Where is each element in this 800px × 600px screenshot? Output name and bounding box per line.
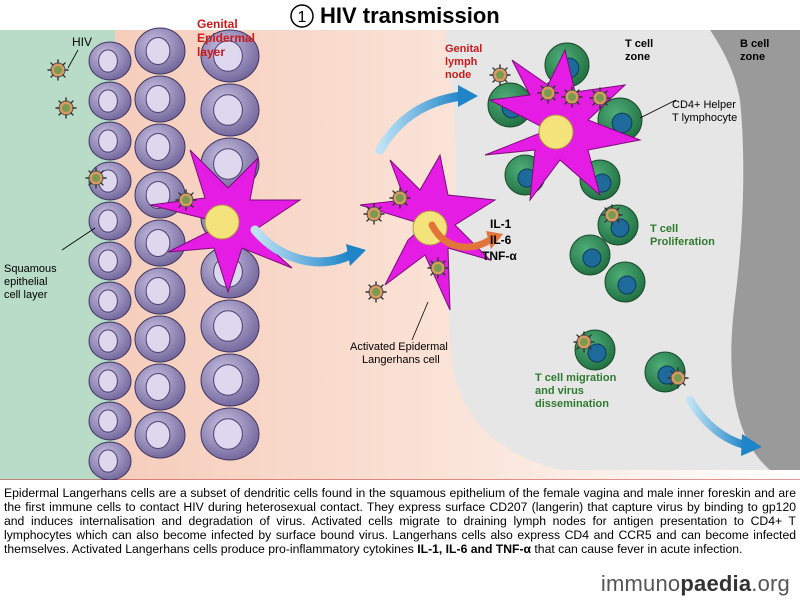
squamous-label-3: cell layer bbox=[4, 289, 48, 301]
immunopaedia-logo[interactable]: immunopaedia.org bbox=[601, 571, 790, 597]
hiv-virion bbox=[85, 167, 107, 189]
epithelial-cell bbox=[134, 315, 186, 363]
hiv-virion bbox=[363, 203, 385, 225]
genital-epidermal-label-2: Epidermal bbox=[197, 31, 255, 45]
hiv-virion bbox=[573, 331, 595, 353]
epithelial-cell bbox=[134, 27, 186, 75]
genital-lymph-label-1: Genital bbox=[445, 43, 482, 55]
hiv-virion bbox=[561, 86, 583, 108]
hiv-virion bbox=[601, 204, 623, 226]
dissemination-arrow-head bbox=[741, 434, 762, 456]
epithelial-cell bbox=[200, 353, 260, 407]
epithelial-cell bbox=[88, 441, 132, 481]
hiv-virion bbox=[47, 59, 69, 81]
genital-epidermal-label-3: layer bbox=[197, 45, 225, 59]
epithelial-cell bbox=[134, 123, 186, 171]
genital-lymph-label-2: lymph bbox=[445, 56, 478, 68]
activated-leader bbox=[411, 301, 429, 341]
squamous-label-1: Squamous bbox=[4, 263, 57, 275]
migration-arrow-epidermis-head bbox=[346, 244, 366, 266]
hiv-virion bbox=[667, 367, 689, 389]
dissemination-arrow bbox=[686, 396, 749, 449]
caption-bold: IL-1, IL-6 and TNF-α bbox=[417, 541, 532, 556]
activated-label-1: Activated Epidermal bbox=[350, 341, 448, 353]
genital-lymph-label-3: node bbox=[445, 69, 471, 81]
epithelial-cell bbox=[200, 29, 260, 83]
page-title: HIV transmission bbox=[320, 3, 500, 28]
epithelial-cell bbox=[88, 121, 132, 161]
hiv-label: HIV bbox=[72, 35, 92, 49]
cytokine-arrow-head bbox=[486, 231, 503, 249]
tnf-label: TNF-α bbox=[482, 249, 517, 263]
t-cell bbox=[569, 234, 611, 276]
t-cell bbox=[604, 261, 646, 303]
logo-part2: paedia bbox=[680, 571, 752, 596]
langerhans-nucleus-lymph-node bbox=[538, 114, 574, 150]
cd4-label-2: T lymphocyte bbox=[672, 112, 737, 124]
epithelial-cell bbox=[134, 411, 186, 459]
hiv-virion bbox=[537, 82, 559, 104]
genital-epidermal-label-1: Genital bbox=[197, 17, 238, 31]
epithelial-cell bbox=[88, 281, 132, 321]
migration-label-2: and virus bbox=[535, 385, 584, 397]
b-cell-zone-label-1: B cell bbox=[740, 38, 769, 50]
t-cell bbox=[579, 159, 621, 201]
caption-text: Epidermal Langerhans cells are a subset … bbox=[4, 486, 796, 557]
b-cell-zone-region bbox=[710, 30, 800, 470]
migration-label-1: T cell migration bbox=[535, 372, 617, 384]
activated-label-2: Langerhans cell bbox=[362, 354, 440, 366]
epithelial-cell bbox=[200, 83, 260, 137]
epithelial-cell bbox=[88, 241, 132, 281]
migration-label-3: dissemination bbox=[535, 398, 609, 410]
t-cell-zone-label-1: T cell bbox=[625, 38, 653, 50]
migration-arrow-epidermis bbox=[250, 225, 355, 267]
hiv-virion bbox=[489, 64, 511, 86]
epithelial-cell bbox=[200, 407, 260, 461]
epithelial-cell-layer bbox=[88, 27, 260, 481]
logo-part3: .org bbox=[751, 571, 790, 596]
caption-part1: Epidermal Langerhans cells are a subset … bbox=[4, 486, 796, 556]
hiv-virion bbox=[365, 281, 387, 303]
b-cell-zone-label-2: zone bbox=[740, 51, 765, 63]
il1-label: IL-1 bbox=[490, 217, 512, 231]
cd4-leader bbox=[639, 99, 677, 119]
hiv-virion bbox=[55, 97, 77, 119]
cd4-label-1: CD4+ Helper bbox=[672, 99, 736, 111]
title-number-circle bbox=[290, 4, 314, 28]
proliferation-label-1: T cell bbox=[650, 223, 678, 235]
caption-part2: that can cause fever in acute infection. bbox=[531, 541, 743, 556]
hiv-virion bbox=[175, 189, 197, 211]
migration-arrow-to-lymph-head bbox=[458, 85, 478, 107]
epithelial-cell bbox=[88, 361, 132, 401]
cytokine-arrow bbox=[428, 221, 494, 251]
hiv-virion bbox=[389, 187, 411, 209]
epithelial-cell bbox=[134, 267, 186, 315]
epithelial-cell bbox=[134, 75, 186, 123]
migration-arrow-to-lymph bbox=[375, 91, 467, 155]
hiv-transmission-diagram: 1 HIV transmission HIV Genital Epidermal… bbox=[0, 3, 800, 481]
squamous-leader bbox=[61, 227, 96, 251]
il6-label: IL-6 bbox=[490, 233, 512, 247]
hiv-leader bbox=[67, 49, 79, 69]
hiv-virion bbox=[427, 257, 449, 279]
epithelial-cell bbox=[88, 41, 132, 81]
epithelial-cell bbox=[134, 219, 186, 267]
langerhans-nucleus-epidermis bbox=[204, 204, 240, 240]
epithelial-cell bbox=[88, 81, 132, 121]
epithelial-cell bbox=[200, 299, 260, 353]
epithelial-cell bbox=[134, 363, 186, 411]
t-cell-zone-label-2: zone bbox=[625, 51, 650, 63]
squamous-label-2: epithelial bbox=[4, 276, 47, 288]
epithelial-cell bbox=[88, 201, 132, 241]
logo-part1: immuno bbox=[600, 571, 681, 596]
proliferation-label-2: Proliferation bbox=[650, 236, 715, 248]
epithelial-cell bbox=[88, 321, 132, 361]
epithelial-cell bbox=[88, 401, 132, 441]
hiv-virion bbox=[589, 87, 611, 109]
title-number: 1 bbox=[298, 9, 307, 26]
